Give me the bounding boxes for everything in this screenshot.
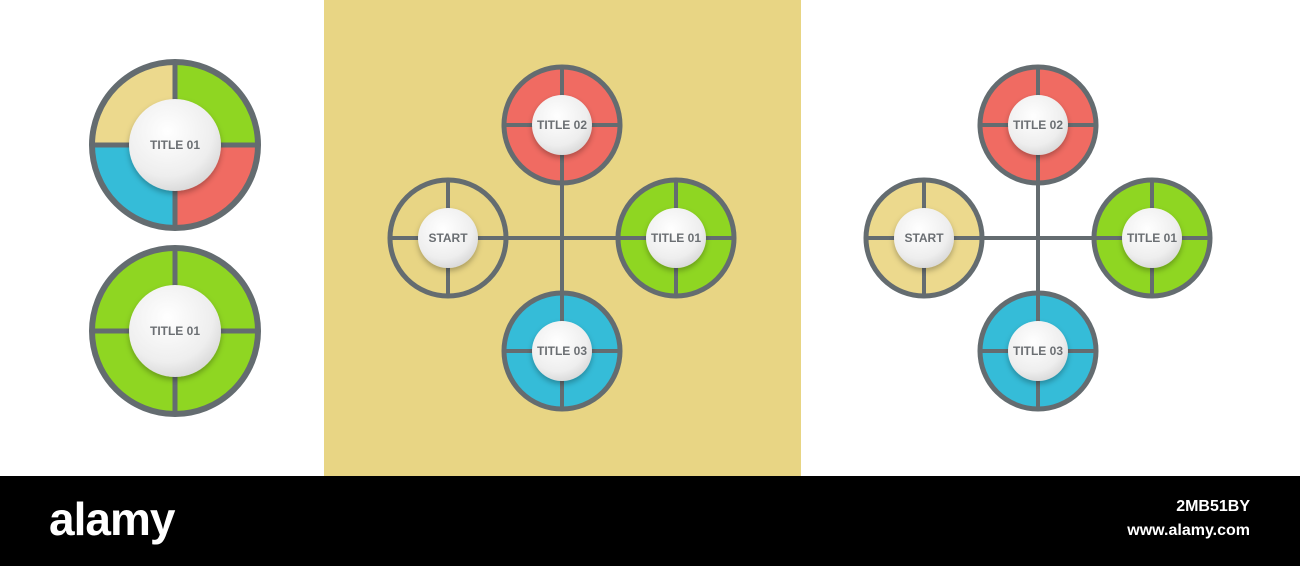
center-badge bbox=[894, 208, 954, 268]
ring-outline bbox=[1091, 177, 1213, 299]
middle-node-title-02 bbox=[501, 64, 623, 186]
ring-outline bbox=[863, 177, 985, 299]
center-badge bbox=[1008, 95, 1068, 155]
left-top-badge-label: TITLE 01 bbox=[150, 138, 200, 152]
right-start-label: START bbox=[904, 231, 944, 245]
middle-node-title-03 bbox=[501, 290, 623, 412]
left-bottom-ring bbox=[89, 245, 261, 417]
right-title-03-label: TITLE 03 bbox=[1013, 344, 1063, 358]
center-badge bbox=[1122, 208, 1182, 268]
ring-outline bbox=[501, 290, 623, 412]
ring-outline bbox=[501, 64, 623, 186]
middle-title-03-label: TITLE 03 bbox=[537, 344, 587, 358]
center-badge bbox=[129, 285, 221, 377]
center-badge bbox=[646, 208, 706, 268]
infographic-stage: TITLE 01 TITLE 01 START TITLE 02 TITLE 01 TIT… bbox=[89, 0, 1213, 476]
left-top-ring bbox=[89, 59, 261, 231]
center-badge bbox=[532, 321, 592, 381]
left-bottom-badge-label: TITLE 01 bbox=[150, 324, 200, 338]
right-node-title-01 bbox=[1091, 177, 1213, 299]
center-badge bbox=[418, 208, 478, 268]
center-badge bbox=[532, 95, 592, 155]
ring-outline bbox=[977, 290, 1099, 412]
middle-start-label: START bbox=[428, 231, 468, 245]
middle-title-01-label: TITLE 01 bbox=[651, 231, 701, 245]
footer-bar: alamy 2MB51BY www.alamy.com bbox=[0, 476, 1300, 566]
ring-outline bbox=[387, 177, 509, 299]
middle-node-title-01 bbox=[615, 177, 737, 299]
center-badge bbox=[129, 99, 221, 191]
ring-outline bbox=[89, 59, 261, 231]
middle-diagram bbox=[387, 64, 737, 412]
middle-title-02-label: TITLE 02 bbox=[537, 118, 587, 132]
image-code: 2MB51BY bbox=[1176, 498, 1250, 515]
right-title-01-label: TITLE 01 bbox=[1127, 231, 1177, 245]
left-diagram bbox=[89, 59, 261, 417]
site-url: www.alamy.com bbox=[1127, 522, 1250, 539]
right-node-title-03 bbox=[977, 290, 1099, 412]
right-node-start bbox=[863, 177, 985, 299]
center-badge bbox=[1008, 321, 1068, 381]
right-node-title-02 bbox=[977, 64, 1099, 186]
right-diagram bbox=[863, 64, 1213, 412]
ring-outline bbox=[977, 64, 1099, 186]
middle-node-start bbox=[387, 177, 509, 299]
right-title-02-label: TITLE 02 bbox=[1013, 118, 1063, 132]
ring-outline bbox=[89, 245, 261, 417]
ring-outline bbox=[615, 177, 737, 299]
alamy-logo: alamy bbox=[49, 493, 175, 545]
